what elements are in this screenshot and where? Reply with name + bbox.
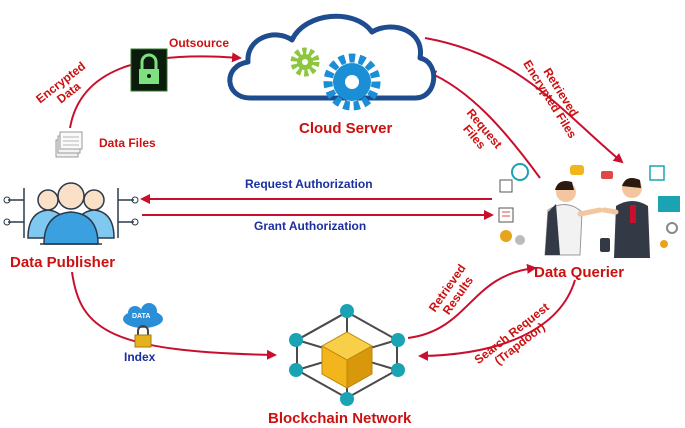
business-meeting-icon [498, 163, 680, 258]
data-cloud-lock-icon [123, 303, 163, 348]
gear-icon [323, 53, 381, 111]
request-authorization-label: Request Authorization [245, 177, 373, 191]
arrow-index [71, 271, 277, 360]
document-stack-icon [55, 131, 83, 158]
gear-icon [290, 47, 320, 77]
outsource-label: Outsource [169, 36, 230, 50]
arrow-search-request [418, 279, 576, 361]
blockchain-network-label: Blockchain Network [268, 410, 412, 427]
arrow-request-files [426, 70, 541, 179]
arrow-outsource [69, 52, 242, 129]
data-querier-label: Data Querier [534, 264, 625, 281]
blockchain-cube-icon [289, 304, 405, 406]
data-publisher-label: Data Publisher [10, 254, 116, 271]
users-group-icon [3, 182, 139, 245]
cloud-icon [227, 13, 437, 101]
grant-authorization-label: Grant Authorization [254, 219, 367, 233]
data-files-label: Data Files [99, 136, 156, 150]
lock-icon [130, 48, 168, 92]
cloud-server-label: Cloud Server [299, 120, 393, 137]
index-label: Index [124, 350, 156, 364]
arrow-retrieved-encrypted-files [424, 37, 624, 164]
data-badge-label: DATA [132, 313, 151, 320]
arrow-retrieved-results [407, 263, 537, 339]
